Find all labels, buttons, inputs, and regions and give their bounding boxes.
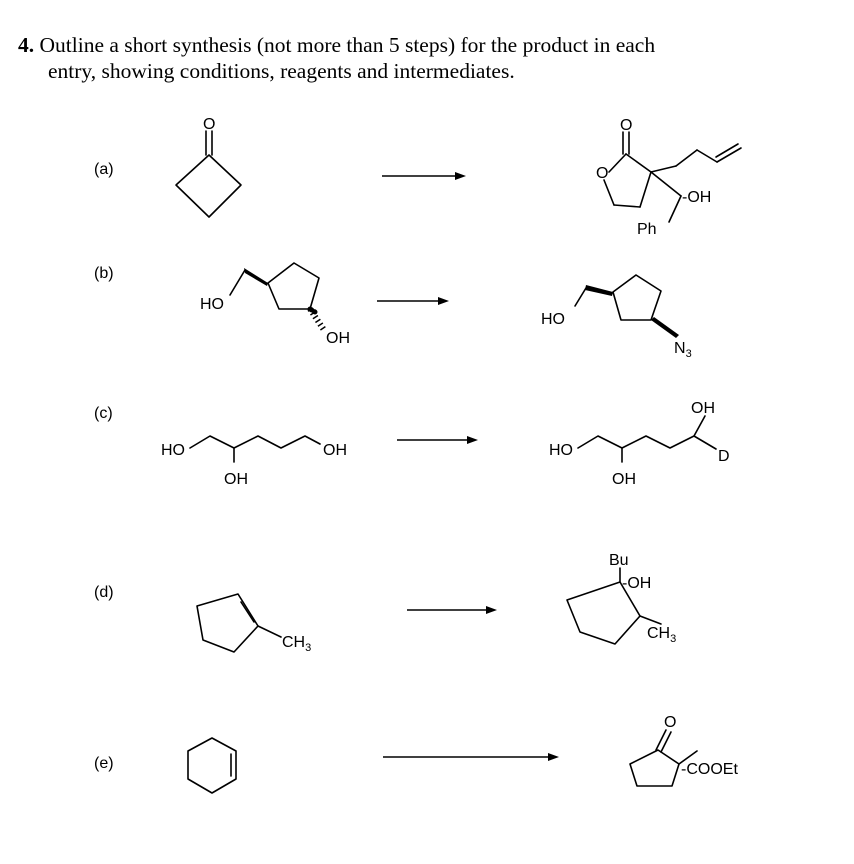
lactone-product-a: O O -OH Ph	[596, 117, 742, 238]
entry-b: (b) HO OH HO N3	[94, 262, 692, 360]
start-c-hydroxyl-left: HO	[161, 442, 185, 459]
start-d-methyl: CH3	[282, 634, 311, 654]
arrow-e	[383, 753, 559, 761]
product-a-hydroxyl: -OH	[682, 189, 711, 206]
tertiary-alcohol-product-d: Bu -OH CH3	[566, 552, 676, 645]
product-c-hydroxyl-top: OH	[691, 400, 715, 417]
lactone-carbonyl-oxygen: O	[620, 117, 632, 134]
start-b-hydroxyl-right: OH	[326, 330, 350, 347]
question-text: 4. Outline a short synthesis (not more t…	[18, 32, 818, 84]
entry-e-label: (e)	[94, 755, 114, 772]
start-b-hydroxyl-left: HO	[200, 296, 224, 313]
entry-c: (c) HO OH OH HO OH OH D	[94, 400, 730, 488]
arrow-a	[382, 172, 466, 180]
product-b-azide: N3	[674, 340, 692, 360]
start-c-hydroxyl-right: OH	[323, 442, 347, 459]
entry-d: (d) CH3 Bu -OH CH3	[94, 552, 676, 654]
methylcyclopentene-structure: CH3	[196, 593, 311, 654]
entry-c-label: (c)	[94, 405, 113, 422]
question-number: 4.	[18, 33, 35, 57]
product-d-methyl: CH3	[647, 625, 676, 645]
cyclohexene-structure	[187, 737, 237, 794]
product-b-hydroxyl: HO	[541, 311, 565, 328]
product-deuterated-triol-chain: HO OH OH D	[549, 400, 730, 488]
question-line-2: entry, showing conditions, reagents and …	[48, 59, 515, 83]
cyclobutanone-structure: O	[175, 116, 242, 218]
start-triol-chain: HO OH OH	[161, 435, 347, 488]
lactone-ring-oxygen: O	[596, 165, 608, 182]
product-c-deuterium: D	[718, 448, 730, 465]
cyclopentane-azide-product: HO N3	[541, 274, 692, 360]
entry-a: (a) O O O -OH	[94, 116, 742, 238]
arrow-b	[377, 297, 449, 305]
entry-d-label: (d)	[94, 584, 114, 601]
product-d-hydroxyl: -OH	[622, 575, 651, 592]
start-c-hydroxyl-mid: OH	[224, 471, 248, 488]
product-c-hydroxyl-mid: OH	[612, 471, 636, 488]
entry-e: (e) O -COOEt	[94, 714, 738, 794]
product-d-butyl: Bu	[609, 552, 629, 569]
entry-a-label: (a)	[94, 161, 114, 178]
product-a-phenyl: Ph	[637, 221, 657, 238]
keto-ester-product-e: O -COOEt	[629, 714, 738, 787]
cyclopentane-diol-structure: HO OH	[200, 262, 350, 347]
arrow-d	[407, 606, 497, 614]
entry-b-label: (b)	[94, 265, 114, 282]
product-e-ketone-oxygen: O	[664, 714, 676, 731]
product-e-ester: -COOEt	[681, 761, 738, 778]
cyclobutanone-oxygen: O	[203, 116, 215, 133]
question-line-1: Outline a short synthesis (not more than…	[39, 33, 656, 57]
product-c-hydroxyl-left: HO	[549, 442, 573, 459]
arrow-c	[397, 436, 478, 444]
